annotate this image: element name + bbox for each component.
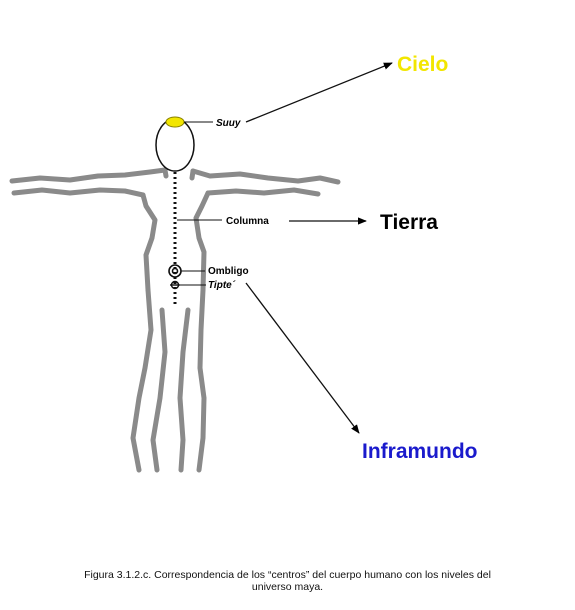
caption-line-2: universo maya. [20, 581, 555, 593]
level-arrows [246, 63, 392, 433]
earth-level-label: Tierra [380, 211, 438, 234]
figure-caption: Figura 3.1.2.c. Correspondencia de los “… [20, 569, 555, 593]
crown-spot [166, 117, 184, 127]
navel-label: Ombligo [208, 266, 249, 277]
sky-arrow [246, 63, 392, 122]
caption-line-1: Figura 3.1.2.c. Correspondencia de los “… [20, 569, 555, 581]
spine-label: Columna [226, 216, 269, 227]
sky-level-label: Cielo [397, 53, 448, 76]
human-figure-outline [12, 170, 338, 470]
crown-label: Suuy [216, 118, 241, 129]
below-navel-label: Tipte´ [208, 280, 236, 291]
navel-symbol [169, 265, 181, 277]
underworld-arrow [246, 283, 359, 433]
underworld-level-label: Inframundo [362, 440, 478, 463]
